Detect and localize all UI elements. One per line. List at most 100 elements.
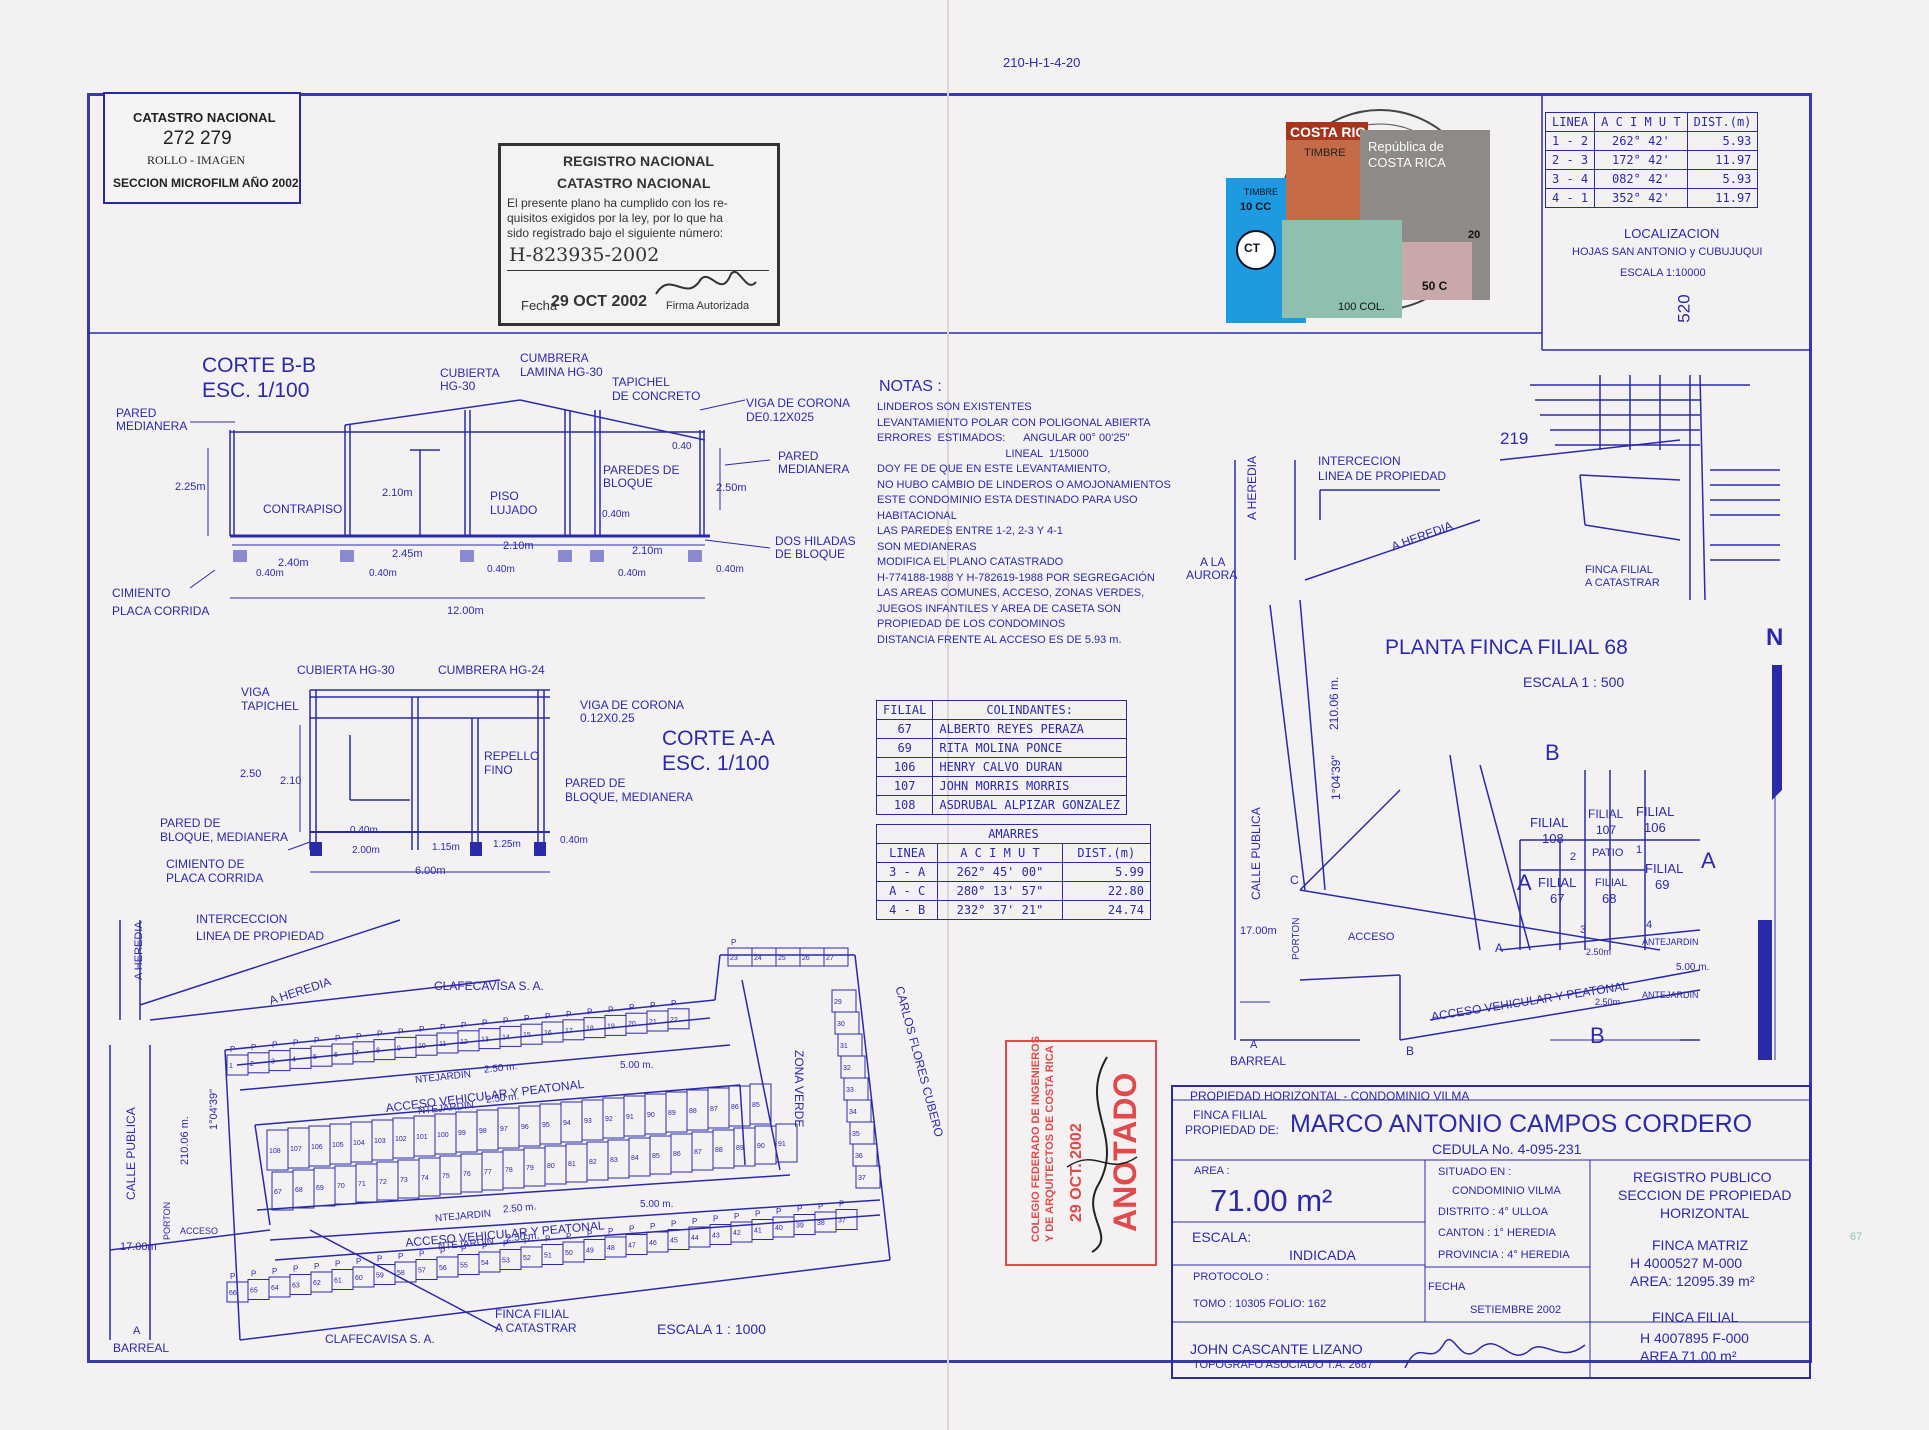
aa-bloque-med2: BLOQUE, MEDIANERA (160, 830, 289, 844)
bb-pared-r: PARED (778, 449, 819, 463)
lot-number: 48 (607, 1245, 615, 1252)
lot-number: 66 (229, 1290, 237, 1297)
pl-f68n: 68 (1602, 891, 1617, 906)
localizacion-hojas: HOJAS SAN ANTONIO y CUBUJUQUI (1572, 246, 1763, 258)
lot-cell (855, 1165, 881, 1189)
lot-p-label: P (335, 1260, 340, 1269)
lot-p-label: P (629, 1225, 634, 1234)
pl-a-right: A (1701, 848, 1716, 873)
pl-d250: 2.50m (1586, 947, 1612, 957)
pl-f108n: 108 (1542, 831, 1564, 846)
colindantes-cell: 107 (875, 776, 934, 796)
lot-number: 30 (837, 1021, 845, 1028)
lot-number: 95 (542, 1122, 550, 1129)
pl-f107n: 107 (1596, 823, 1617, 837)
lot-number: 68 (295, 1187, 303, 1194)
lot-number: 32 (843, 1065, 851, 1072)
tb-registro1: REGISTRO PUBLICO (1633, 1169, 1772, 1185)
bb-de-bloque: DE BLOQUE (775, 547, 846, 561)
tb-registro2: SECCION DE PROPIEDAD (1618, 1187, 1792, 1203)
aa-d040a: 0.40m (350, 825, 378, 836)
lot-p-label: P (545, 1235, 550, 1244)
nota-line: LEVANTAMIENTO POLAR CON POLIGONAL ABIERT… (877, 416, 1151, 429)
lines-cell: 352° 42' (1594, 188, 1688, 208)
lot-number: 104 (353, 1140, 365, 1147)
bb-d040b: 0.40m (602, 509, 630, 520)
tb-area-value: 71.00 m² (1210, 1183, 1333, 1218)
lot-p-label: P (272, 1267, 277, 1276)
lot-p-label: P (797, 1205, 802, 1214)
lot-number: 50 (565, 1250, 573, 1257)
north-arrow-label: N (1766, 624, 1784, 651)
lines-cell: 082° 42' (1594, 169, 1688, 189)
colindantes-cell: ALBERTO REYES PERAZA (932, 719, 1127, 739)
tb-matriz1: FINCA MATRIZ (1652, 1237, 1749, 1253)
tb-finca-label1: FINCA FILIAL (1193, 1108, 1268, 1122)
tb-provincia: PROVINCIA : 4° HEREDIA (1438, 1249, 1570, 1261)
bb-d040d: 0.40m (369, 568, 397, 579)
lot-number: 7 (355, 1050, 359, 1057)
bb-d040e: 0.40m (487, 564, 515, 575)
lot-number: 75 (442, 1173, 450, 1180)
lot-number: 55 (460, 1263, 468, 1270)
pl-p1: 1 (1636, 844, 1643, 856)
tb-escala-label: ESCALA: (1192, 1229, 1252, 1245)
lot-p-label: P (650, 1222, 655, 1231)
lines-cell: 11.97 (1686, 188, 1759, 208)
parking-grid: 1P2P3P4P5P6P7P8P9P10P11P12P13P14P15P16P1… (226, 938, 881, 1303)
lot-number: 96 (521, 1124, 529, 1131)
lot-number: 14 (502, 1034, 510, 1041)
sp-d1700: 17.00m (120, 1241, 157, 1253)
bb-hg30: HG-30 (440, 379, 476, 393)
aa-d125: 1.25m (493, 839, 521, 850)
lot-cell (823, 947, 849, 967)
bb-dos-hiladas: DOS HILADAS (775, 534, 856, 548)
sp-zona: ZONA VERDE (792, 1050, 806, 1128)
bb-d210a: 2.10m (382, 487, 413, 499)
sp-clafecavisa: CLAFECAVISA S. A. (434, 979, 544, 993)
drawing-frame (87, 93, 1812, 1363)
lot-number: 34 (849, 1109, 857, 1116)
lot-number: 39 (796, 1223, 804, 1230)
registro-text2: quisitos exigidos por la ley, por lo que… (507, 211, 723, 225)
pl-c: C (1290, 873, 1299, 887)
lot-number: 37 (858, 1175, 866, 1182)
tb-situado: CONDOMINIO VILMA (1452, 1185, 1561, 1197)
colindantes-cell: HENRY CALVO DURAN (932, 757, 1127, 777)
lot-number: 91 (626, 1114, 634, 1121)
pl-f107: FILIAL (1588, 807, 1624, 821)
lot-number: 29 (834, 999, 842, 1006)
localizacion-finca: FINCA FILIAL (1585, 564, 1653, 576)
lot-p-label: P (440, 1023, 445, 1032)
lot-number: 72 (379, 1179, 387, 1186)
lot-number: 79 (526, 1165, 534, 1172)
aa-placa: PLACA CORRIDA (166, 871, 264, 885)
lot-number: 89 (668, 1110, 676, 1117)
amarres-cell: 24.74 (1061, 900, 1152, 920)
lot-number: 94 (563, 1120, 571, 1127)
tb-owner: MARCO ANTONIO CAMPOS CORDERO (1290, 1110, 1753, 1138)
bb-d210b: 2.10m (503, 540, 534, 552)
aa-d250: 2.50 (240, 768, 262, 780)
pl-a: A (1495, 941, 1504, 955)
lot-number: 36 (855, 1153, 863, 1160)
tb-cedula: CEDULA No. 4-095-231 (1432, 1141, 1582, 1157)
pl-f69: FILIAL (1645, 861, 1684, 876)
lot-number: 41 (754, 1228, 762, 1235)
colindantes-cell: 67 (875, 719, 934, 739)
pl-heredia: A HEREDIA (1245, 455, 1259, 520)
registro-text3: sido registrado bajo el siguiente número… (507, 226, 724, 240)
lines-cell: 172° 42' (1594, 150, 1688, 170)
bb-d1200: 12.00m (447, 605, 484, 617)
lot-number: 90 (757, 1143, 765, 1150)
bb-d040g: 0.40m (716, 564, 744, 575)
lot-cell (749, 1083, 772, 1125)
bb-lamina: LAMINA HG-30 (520, 365, 603, 379)
lot-number: 5 (313, 1054, 317, 1061)
lot-p-label: P (503, 1016, 508, 1025)
bb-d040a: 0.40 (672, 441, 692, 452)
